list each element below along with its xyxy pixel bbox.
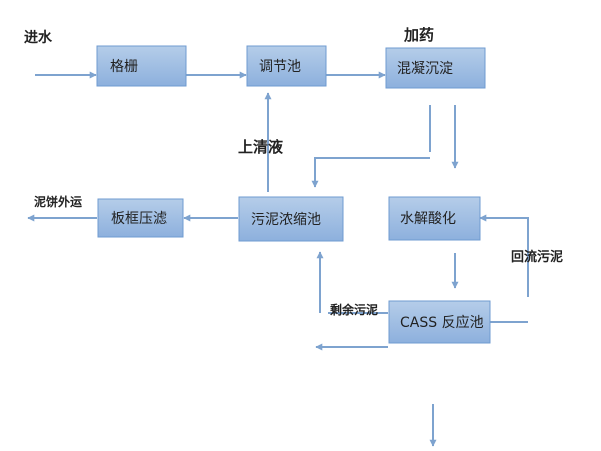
dosing-label: 加药 <box>403 26 434 44</box>
coagulation-label: 混凝沉淀 <box>397 61 453 77</box>
cass-label: CASS 反应池 <box>400 314 484 331</box>
hydrolysis-label: 水解酸化 <box>400 211 456 227</box>
supernatant-label: 上清液 <box>238 138 284 156</box>
filter-press-label: 板框压滤 <box>111 211 167 227</box>
return-sludge-arrow <box>479 214 529 297</box>
filter-press-box: 板框压滤 <box>97 198 184 238</box>
cass-box: CASS 反应池 <box>388 300 491 344</box>
return-sludge-label: 回流污泥 <box>511 249 563 265</box>
excess-sludge-label: 剩余污泥 <box>330 302 378 317</box>
thickener-label: 污泥浓缩池 <box>251 212 321 228</box>
coagulation-sludge-to-thickener-arrow <box>311 157 430 188</box>
grid-box: 格栅 <box>96 45 187 87</box>
thickener-box: 污泥浓缩池 <box>238 196 344 242</box>
coagulation-box: 混凝沉淀 <box>385 47 486 89</box>
grid-label: 格栅 <box>110 59 138 75</box>
regulating-tank-box: 调节池 <box>246 45 327 87</box>
regulating-tank-label: 调节池 <box>259 59 301 75</box>
cake-out-label: 泥饼外运 <box>34 194 82 209</box>
inlet-label: 进水 <box>24 29 53 46</box>
hydrolysis-box: 水解酸化 <box>388 196 481 241</box>
